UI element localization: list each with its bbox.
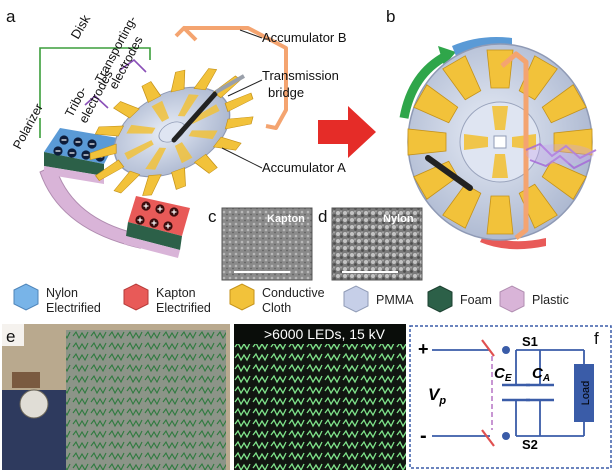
photo-board	[66, 330, 226, 470]
ca-label: CA	[532, 365, 550, 384]
vp-label: Vp	[428, 385, 446, 407]
spark-glow	[526, 144, 594, 164]
sem-nylon-image	[331, 207, 423, 281]
red-polarizer-bottom	[480, 234, 546, 250]
transmission-label-line2: bridge	[268, 85, 304, 100]
legend-kapton-line2: Electrified	[156, 301, 211, 315]
accumulator-b-label: Accumulator B	[262, 30, 347, 45]
disk-label: Disk	[68, 12, 94, 42]
legend-item-foam: Foam	[427, 285, 492, 313]
panel-e-label-bg	[2, 324, 24, 346]
legend-cloth-line2: Cloth	[262, 301, 291, 315]
discharge-spark	[525, 142, 597, 170]
legend-item-plastic: Plastic	[499, 285, 569, 313]
transmission-label-line1: Transmission	[262, 68, 339, 83]
panel-a: a Disk Polarizer Tribo- electrodes Trans…	[6, 7, 423, 281]
panel-b-label: b	[386, 7, 395, 26]
panel-e: e >6000 LEDs, 15 kV	[2, 324, 406, 470]
transmission-rod	[171, 91, 218, 143]
rod-b	[425, 155, 473, 191]
accumulator-a-label: Accumulator A	[262, 160, 346, 175]
transition-arrow	[318, 106, 376, 158]
sem-kapton-image	[221, 207, 313, 281]
switch-s2	[481, 429, 510, 447]
s2-label: S2	[522, 437, 538, 452]
legend-foam-label: Foam	[460, 293, 492, 307]
panel-f: f Load	[409, 325, 612, 469]
legend-pmma-label: PMMA	[376, 293, 414, 307]
disk-b-electrodes	[407, 49, 593, 235]
legend-cloth-line1: Conductive	[262, 286, 325, 300]
circuit-wires	[432, 349, 585, 437]
sem-kapton-label: Kapton	[267, 213, 305, 225]
load-label: Load	[580, 381, 592, 405]
legend-nylon-line1: Nylon	[46, 286, 78, 300]
legend-item-cloth: Conductive Cloth	[229, 283, 325, 315]
tribo-electrodes-ring	[89, 68, 254, 196]
legend-nylon-line2: Electrified	[46, 301, 101, 315]
s1-label: S1	[522, 334, 538, 349]
transport-bracket	[119, 58, 147, 73]
transmission-pointer	[227, 79, 263, 97]
plus-terminal: +	[418, 339, 429, 359]
accumulator-b-bridge-b	[500, 51, 529, 240]
ce-label: CE	[494, 365, 512, 384]
photo-generator	[19, 389, 49, 419]
panel-a-label: a	[6, 7, 16, 26]
tribo-bracket	[84, 94, 109, 109]
transporting-electrodes-inner	[124, 94, 220, 170]
kapton-polarizer-block	[124, 196, 190, 258]
led-dark-photo	[234, 324, 406, 470]
panel-b: b	[386, 7, 597, 250]
gray-bridge	[215, 74, 245, 94]
sem-nylon-label: Nylon	[383, 213, 414, 225]
led-caption: >6000 LEDs, 15 kV	[264, 326, 386, 342]
minus-terminal: -	[420, 425, 427, 447]
panel-d-label: d	[318, 207, 327, 226]
rotation-arrow	[399, 52, 449, 119]
capacitor-ce	[502, 383, 530, 402]
legend-plastic-label: Plastic	[532, 293, 569, 307]
disk-bracket	[39, 47, 151, 110]
accumulator-b-bar	[174, 26, 288, 130]
panel-c-label: c	[208, 207, 217, 226]
legend-item-pmma: PMMA	[343, 285, 414, 313]
legend-item-kapton: Kapton Electrified	[123, 283, 211, 315]
panel-e-label: e	[6, 327, 15, 346]
legend-kapton-line1: Kapton	[156, 286, 196, 300]
load-resistor	[574, 364, 594, 422]
accumulator-b-pointer	[239, 29, 263, 39]
panel-f-label: f	[594, 329, 599, 348]
capacitor-ca	[526, 383, 554, 402]
accumulator-a-pointer	[221, 147, 263, 169]
legend-item-nylon: Nylon Electrified	[13, 283, 101, 315]
switch-s1	[481, 339, 510, 357]
legend: Nylon Electrified Kapton Electrified Con…	[13, 283, 569, 315]
led-caption-bg	[234, 324, 406, 344]
photo-device	[12, 372, 40, 388]
disk-b	[407, 43, 593, 241]
